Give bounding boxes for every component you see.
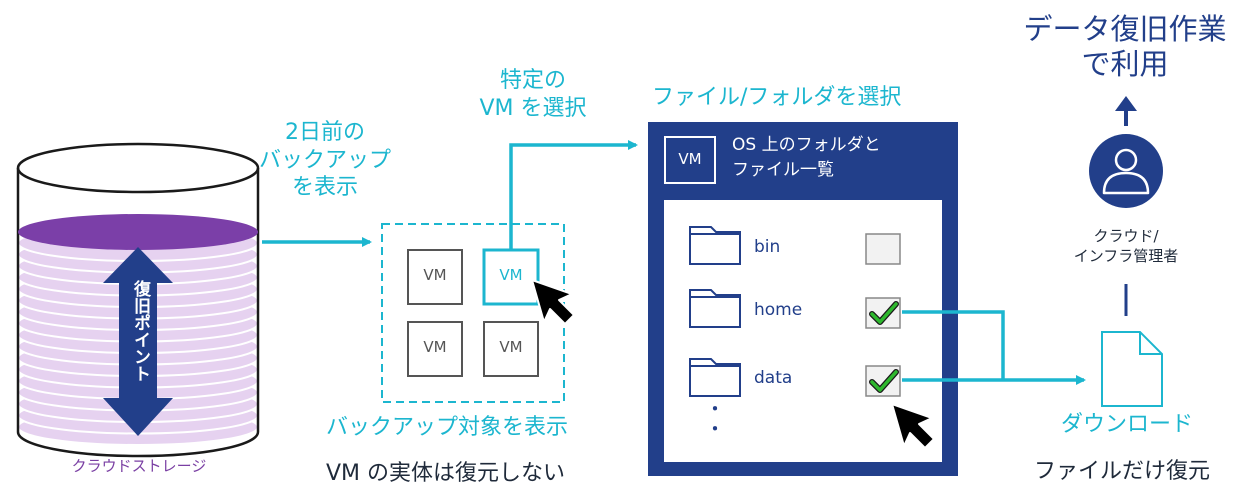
backup-targets-caption: バックアップ対象を表示 bbox=[326, 415, 569, 440]
cylinder-top bbox=[16, 142, 260, 194]
arrow-to-file-panel bbox=[509, 140, 638, 250]
folder-name-data: data bbox=[754, 368, 793, 388]
vm-label: VM bbox=[423, 266, 447, 284]
cursor-icon bbox=[891, 403, 935, 449]
checkbox-bin[interactable] bbox=[865, 233, 901, 265]
folder-name-bin: bin bbox=[754, 237, 781, 257]
cylinder-outline bbox=[16, 168, 260, 458]
vm-label-selected: VM bbox=[499, 266, 523, 284]
cylinder-data-top bbox=[18, 214, 258, 250]
vm-box-selected[interactable] bbox=[482, 248, 540, 306]
folder-icon bbox=[689, 358, 741, 397]
up-arrow bbox=[1115, 96, 1137, 126]
vm-box-1[interactable] bbox=[407, 249, 463, 305]
step-show-backup: 2日前の バックアップ を表示 bbox=[258, 120, 391, 200]
restore-point-arrow bbox=[103, 247, 173, 436]
download-note: ファイルだけ復元 bbox=[1033, 459, 1210, 484]
download-label: ダウンロード bbox=[1060, 412, 1193, 437]
step-select-vm: 特定の VM を選択 bbox=[479, 68, 587, 121]
storage-caption: クラウドストレージ bbox=[71, 457, 207, 475]
folder-icon bbox=[689, 226, 741, 265]
user-icon bbox=[1089, 134, 1163, 208]
backup-targets-box bbox=[381, 223, 565, 403]
check-icon bbox=[870, 302, 898, 324]
file-panel-title: OS 上のフォルダと ファイル一覧 bbox=[732, 135, 881, 180]
admin-label: クラウド/ インフラ管理者 bbox=[1073, 227, 1179, 266]
vm-badge: VM bbox=[678, 150, 702, 168]
backup-targets-note: VM の実体は復元しない bbox=[326, 461, 566, 486]
folder-icon bbox=[689, 289, 741, 328]
step-select-files: ファイル/フォルダを選択 bbox=[652, 85, 902, 110]
file-icon bbox=[1101, 331, 1163, 407]
cursor-icon bbox=[531, 279, 575, 325]
check-icon bbox=[870, 370, 898, 392]
connector-home bbox=[902, 310, 1005, 380]
goal-label: データ復旧作業 で利用 bbox=[1023, 12, 1227, 81]
vm-label: VM bbox=[423, 338, 447, 356]
restore-point-label: 復旧ポイント bbox=[130, 280, 150, 382]
vm-label: VM bbox=[499, 338, 523, 356]
vm-box-3[interactable] bbox=[407, 321, 463, 377]
more-items: ・ ・ bbox=[706, 400, 724, 441]
folder-name-home: home bbox=[754, 300, 803, 320]
vm-badge-box bbox=[664, 136, 716, 184]
vm-box-4[interactable] bbox=[483, 321, 539, 377]
